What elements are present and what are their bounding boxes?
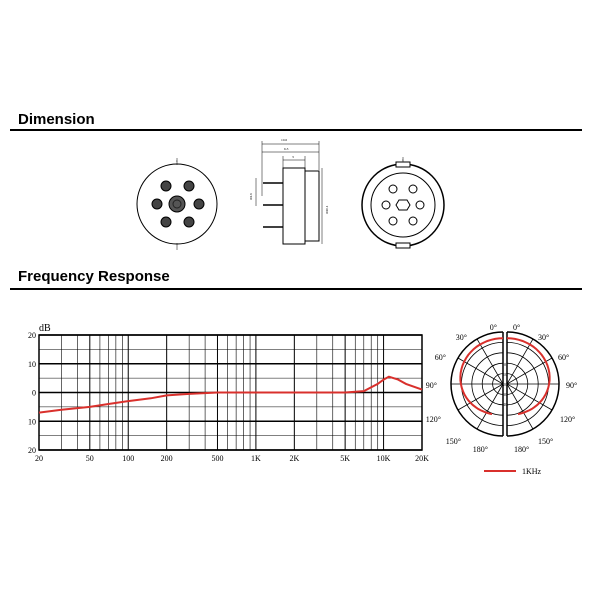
polar-spoke: [506, 338, 534, 385]
x-tick-label: 500: [211, 454, 223, 463]
angle-label: 90°: [426, 381, 437, 390]
x-tick-label: 1K: [251, 454, 261, 463]
x-tick-label: 2K: [289, 454, 299, 463]
polar-angle-labels: 0 10 20 30 40 0° 0° 30° 30° 60° 60° 90° 90° 120° 120° 1…: [426, 323, 577, 454]
polar-spoke: [457, 357, 504, 385]
dim-label-overall: 10.6: [281, 138, 287, 142]
polar-spoke: [476, 338, 504, 385]
radial-label: 40: [503, 402, 507, 407]
angle-label: 180°: [514, 445, 529, 454]
dim-label-depth: 3: [292, 155, 294, 159]
x-tick-label: 50: [86, 454, 94, 463]
chart-grid: [38, 334, 423, 451]
y-tick-label: 10: [28, 360, 36, 369]
section-divider: [10, 129, 582, 131]
y-tick-label: 20: [28, 331, 36, 340]
polar-curve-right: [506, 337, 551, 416]
response-curve-series: [38, 375, 423, 414]
radial-label: 30: [503, 392, 507, 397]
section-title-frequency-response: Frequency Response: [18, 268, 170, 285]
angle-label: 30°: [456, 333, 467, 342]
y-tick-label: 10: [28, 417, 36, 426]
radial-label: 20: [503, 382, 507, 387]
polar-curve-left: [459, 337, 504, 416]
x-tick-label: 20K: [415, 454, 429, 463]
y-axis-label: dB: [39, 323, 51, 334]
angle-label: 180°: [473, 445, 488, 454]
section-title-dimension: Dimension: [18, 111, 95, 128]
polar-spoke: [506, 357, 553, 385]
x-tick-label: 5K: [340, 454, 350, 463]
x-tick-label: 10K: [377, 454, 391, 463]
legend-label: 1KHz: [522, 467, 542, 476]
polar-spoke: [506, 383, 553, 411]
radial-label: 0: [504, 362, 506, 367]
x-tick-label: 100: [122, 454, 134, 463]
x-tick-label: 200: [161, 454, 173, 463]
polar-spoke: [476, 383, 504, 430]
x-tick-label: 20: [35, 454, 43, 463]
center-mark-back: 1: [402, 158, 404, 162]
angle-label: 0°: [490, 323, 497, 332]
dim-label-dia: Φ10.1: [325, 205, 329, 214]
angle-label: 0°: [513, 323, 520, 332]
y-tick-label: 0: [32, 389, 36, 398]
side-view: 10.6 6.3 3 Φ1.6 Φ10.1: [249, 138, 329, 245]
front-view: 1: [136, 158, 218, 250]
polar-spoke: [457, 383, 504, 411]
angle-label: 120°: [560, 415, 575, 424]
angle-label: 60°: [435, 353, 446, 362]
angle-label: 90°: [566, 381, 577, 390]
polar-grid: [450, 331, 560, 437]
angle-label: 150°: [446, 437, 461, 446]
center-mark-top: 1: [176, 159, 178, 163]
angle-label: 60°: [558, 353, 569, 362]
section-divider: [10, 288, 582, 290]
angle-label: 150°: [538, 437, 553, 446]
radial-label: 10: [503, 372, 507, 377]
polar-spoke: [506, 383, 534, 430]
angle-label: 30°: [538, 333, 549, 342]
dim-label-pin-dia: Φ1.6: [249, 193, 253, 200]
back-view: 1: [361, 157, 445, 249]
dim-label-body: 6.3: [284, 147, 289, 151]
y-tick-label: 20: [28, 446, 36, 455]
angle-label: 120°: [426, 415, 441, 424]
